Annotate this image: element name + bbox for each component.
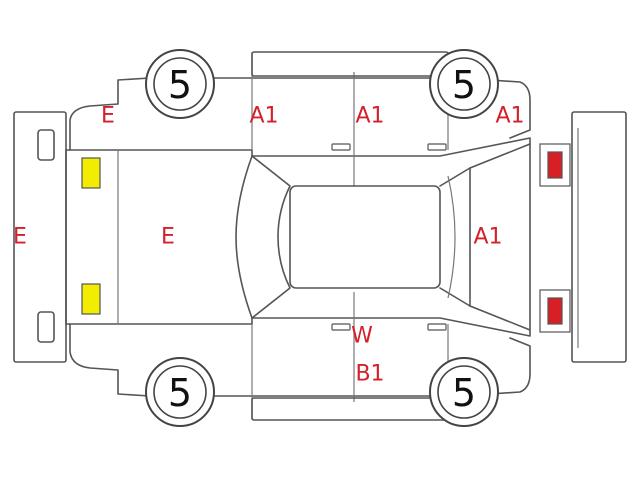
- taillamp-bottom-inner: [547, 297, 563, 325]
- cabin: [235, 143, 531, 331]
- code-rear-glass: A1: [473, 225, 502, 250]
- tire-rear-left: 5: [429, 49, 499, 119]
- taillamp-top-inner: [547, 151, 563, 179]
- rear-bumper: [571, 111, 627, 363]
- tire-rear-right-depth: 5: [452, 371, 476, 415]
- tire-front-right: 5: [145, 357, 215, 427]
- code-front-bumper: E: [13, 225, 27, 250]
- code-rear-door-bottom-b1: B1: [355, 362, 384, 387]
- code-front-left-fender: E: [101, 104, 115, 129]
- door-handles: [331, 143, 447, 331]
- code-front-door-top: A1: [249, 104, 278, 129]
- code-rear-door-bottom-w: W: [351, 324, 373, 349]
- damage-codes: E E E A1 A1 A1 A1 W B1: [13, 104, 524, 387]
- tire-front-right-depth: 5: [168, 371, 192, 415]
- tail-lamps: [539, 143, 571, 333]
- tire-rear-right: 5: [429, 357, 499, 427]
- code-rear-door-top: A1: [355, 104, 384, 129]
- headlamp-right: [81, 283, 101, 315]
- code-rear-quarter-top: A1: [495, 104, 524, 129]
- side-rails: [251, 51, 449, 421]
- tire-front-left: 5: [145, 49, 215, 119]
- taillamp-top: [539, 143, 571, 187]
- code-hood: E: [161, 225, 175, 250]
- tire-front-left-depth: 5: [168, 63, 192, 107]
- headlamp-left: [81, 157, 101, 189]
- tire-rear-left-depth: 5: [452, 63, 476, 107]
- headlamps: [81, 157, 101, 315]
